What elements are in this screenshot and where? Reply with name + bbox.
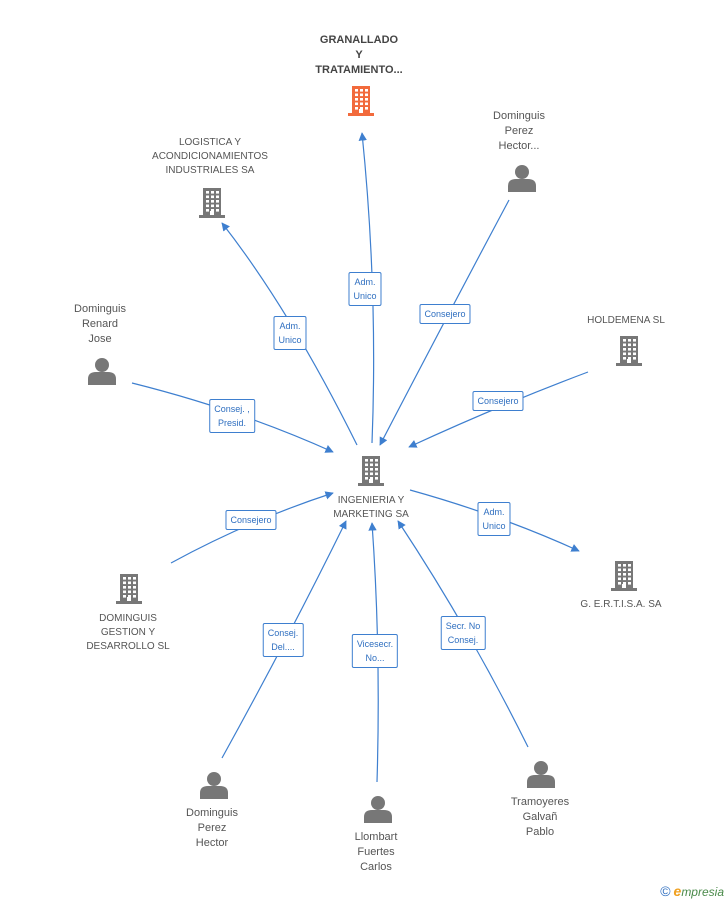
edge-label-line: Consej. (447, 635, 479, 645)
edge-label-dominguis-hector-top-to-center[interactable]: Consejero (419, 304, 471, 324)
edge-label-line: Vicesecr. (356, 639, 394, 649)
node-label-dominguis-gestion[interactable]: DOMINGUIS GESTION Y DESARROLLO SL (86, 612, 169, 654)
node-label-line: Dominguis (74, 303, 126, 315)
edge-label-holdemena-to-center[interactable]: Consejero (472, 391, 524, 411)
building-icon-granallado[interactable] (348, 86, 374, 116)
building-icon-holdemena[interactable] (616, 336, 642, 366)
node-label-line: Tramoyeres (510, 796, 570, 808)
node-label-line: Galvañ (522, 811, 558, 823)
node-label-line: Perez (197, 822, 227, 834)
node-label-center[interactable]: INGENIERIA Y MARKETING SA (333, 494, 409, 522)
node-label-line: DOMINGUIS (99, 613, 157, 624)
edge-label-line: Unico (482, 521, 506, 531)
node-label-line: Dominguis (186, 807, 238, 819)
person-icon-dominguis-hector-top[interactable] (508, 165, 536, 192)
person-icon-tramoyeres[interactable] (527, 761, 555, 788)
edge-label-line: Adm. (279, 321, 301, 331)
node-label-line: Carlos (360, 861, 392, 873)
node-label-line: GESTION Y (100, 627, 156, 638)
edge-label-line: No... (365, 653, 385, 663)
building-icon-gertisa[interactable] (611, 561, 637, 591)
node-label-gertisa[interactable]: G. E.R.T.I.S.A. SA (580, 598, 661, 612)
node-label-line: INDUSTRIALES SA (165, 165, 255, 176)
building-icon-dominguis-gestion[interactable] (116, 574, 142, 604)
node-label-line: TRATAMIENTO... (315, 64, 403, 76)
node-label-line: Llombart (354, 831, 398, 843)
edge-label-line: Secr. No (445, 621, 481, 631)
node-label-line: Renard (81, 318, 119, 330)
node-label-line: INGENIERIA Y (337, 495, 405, 506)
brand-first-letter: e (673, 883, 682, 899)
node-label-line: Hector (195, 837, 229, 849)
edge-label-tramoyeres-to-center[interactable]: Secr. No Consej. (440, 616, 486, 650)
edge-label-line: Consejero (230, 515, 272, 525)
node-label-granallado[interactable]: GRANALLADO Y TRATAMIENTO... (315, 33, 402, 78)
edge-label-dominguis-renard-to-center[interactable]: Consej. , Presid. (209, 399, 255, 433)
edge-label-line: Adm. (354, 277, 376, 287)
node-label-line: Fuertes (357, 846, 395, 858)
person-icon-llombart[interactable] (364, 796, 392, 823)
node-label-line: HOLDEMENA SL (587, 315, 665, 326)
node-label-line: LOGISTICA Y (178, 137, 242, 148)
edge-label-line: Consejero (477, 396, 519, 406)
edge-label-line: Adm. (483, 507, 505, 517)
edge-label-dominguis-hector-bottom-to-center[interactable]: Consej. Del.... (262, 623, 304, 657)
edge-label-line: Presid. (217, 418, 246, 428)
edge-label-center-to-granallado[interactable]: Adm. Unico (348, 272, 382, 306)
building-icon-center[interactable] (358, 456, 384, 486)
icons-layer (88, 86, 642, 823)
edges-layer (131, 132, 589, 783)
edge-label-line: Unico (353, 291, 377, 301)
edge-label-line: Unico (278, 335, 302, 345)
edge-label-llombart-to-center[interactable]: Vicesecr. No... (351, 634, 399, 668)
node-label-line: MARKETING SA (333, 509, 409, 520)
person-icon-dominguis-hector-bottom[interactable] (200, 772, 228, 799)
person-icon-dominguis-renard[interactable] (88, 358, 116, 385)
edge-label-center-to-logistica[interactable]: Adm. Unico (273, 316, 307, 350)
edge-label-line: Consej. (267, 628, 299, 638)
node-label-line: GRANALLADO (319, 34, 399, 46)
node-label-line: ACONDICIONAMIENTOS (152, 151, 268, 162)
edge-label-dominguis-gestion-to-center[interactable]: Consejero (225, 510, 277, 530)
node-label-line: Perez (504, 125, 534, 137)
edge-label-line: Consejero (424, 309, 466, 319)
node-label-line: DESARROLLO SL (86, 641, 170, 652)
brand-name: mpresia (681, 885, 724, 899)
copyright-icon: © (660, 883, 671, 899)
node-label-holdemena[interactable]: HOLDEMENA SL (587, 314, 665, 328)
node-label-line: Hector... (498, 140, 540, 152)
node-label-line: G. E.R.T.I.S.A. SA (580, 599, 662, 610)
node-label-logistica[interactable]: LOGISTICA Y ACONDICIONAMIENTOS INDUSTRIALE… (152, 136, 268, 178)
node-label-line: Jose (88, 333, 112, 345)
edge-label-center-to-gertisa[interactable]: Adm. Unico (477, 502, 511, 536)
edge-label-line: Consej. , (214, 404, 250, 414)
building-icon-logistica[interactable] (199, 188, 225, 218)
node-label-line: Pablo (525, 826, 555, 838)
edge-label-line: Del.... (271, 642, 295, 652)
empresia-brand[interactable]: ©empresia (660, 883, 724, 899)
node-label-line: Y (355, 49, 363, 61)
node-label-line: Dominguis (493, 110, 545, 122)
